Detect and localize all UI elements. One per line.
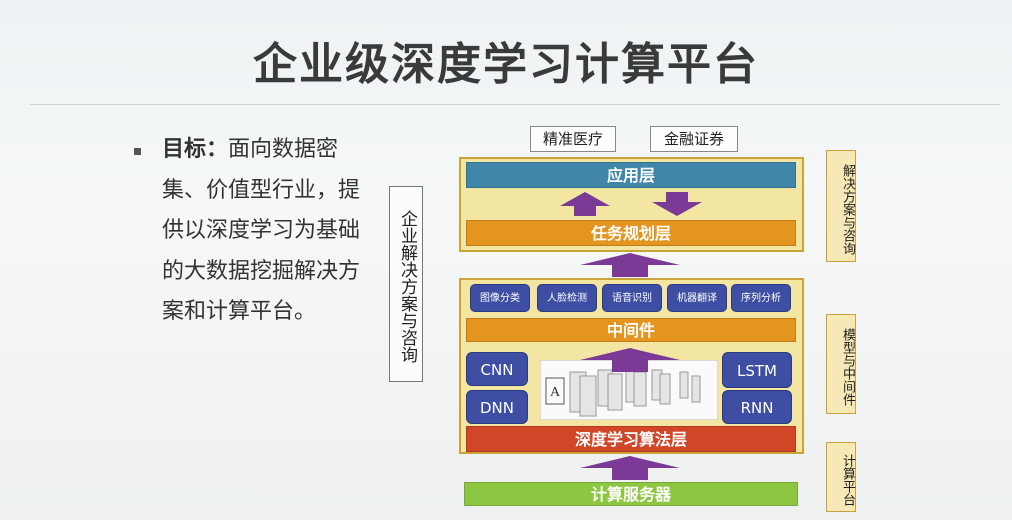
application-layer: 应用层 <box>466 162 796 188</box>
network-cnn: CNN <box>466 352 528 386</box>
bullet-body: 面向数据密集、价值型行业，提供以深度学习为基础的大数据挖掘解决方案和计算平台。 <box>162 137 361 324</box>
module-speech-recognition: 语音识别 <box>602 284 662 312</box>
tag-finance: 金融证券 <box>650 126 738 152</box>
middleware-layer: 中间件 <box>466 318 796 342</box>
up-arrow-icon <box>580 456 680 480</box>
tag-precision-medicine: 精准医疗 <box>530 126 616 152</box>
module-face-detection: 人脸检测 <box>537 284 597 312</box>
up-arrow-icon <box>580 348 680 372</box>
module-image-classification: 图像分类 <box>470 284 530 312</box>
module-machine-translation: 机器翻译 <box>667 284 727 312</box>
network-dnn: DNN <box>466 390 528 424</box>
bullet-text: 目标：面向数据密集、价值型行业，提供以深度学习为基础的大数据挖掘解决方案和计算平… <box>162 130 362 333</box>
svg-text:A: A <box>550 385 561 400</box>
bullet-label: 目标 <box>162 137 207 162</box>
bullet-marker <box>134 148 141 155</box>
slide-title: 企业级深度学习计算平台 <box>253 39 759 90</box>
deep-learning-layer: 深度学习算法层 <box>466 426 796 452</box>
right-label-solutions: 解决方案与咨询 <box>826 150 856 262</box>
network-lstm: LSTM <box>722 352 792 388</box>
bullet-separator: ： <box>206 137 229 162</box>
up-arrow-icon <box>580 253 680 277</box>
left-enterprise-label: 企业解决方案与咨询 <box>389 186 423 382</box>
title-divider <box>30 104 1000 105</box>
compute-server-layer: 计算服务器 <box>464 482 798 506</box>
task-planning-layer: 任务规划层 <box>466 220 796 246</box>
module-sequence-analysis: 序列分析 <box>731 284 791 312</box>
network-rnn: RNN <box>722 390 792 424</box>
up-arrow-icon <box>560 192 610 216</box>
right-label-compute: 计算平台 <box>826 442 856 512</box>
down-arrow-icon <box>652 192 702 216</box>
right-label-models: 模型与中间件 <box>826 314 856 414</box>
